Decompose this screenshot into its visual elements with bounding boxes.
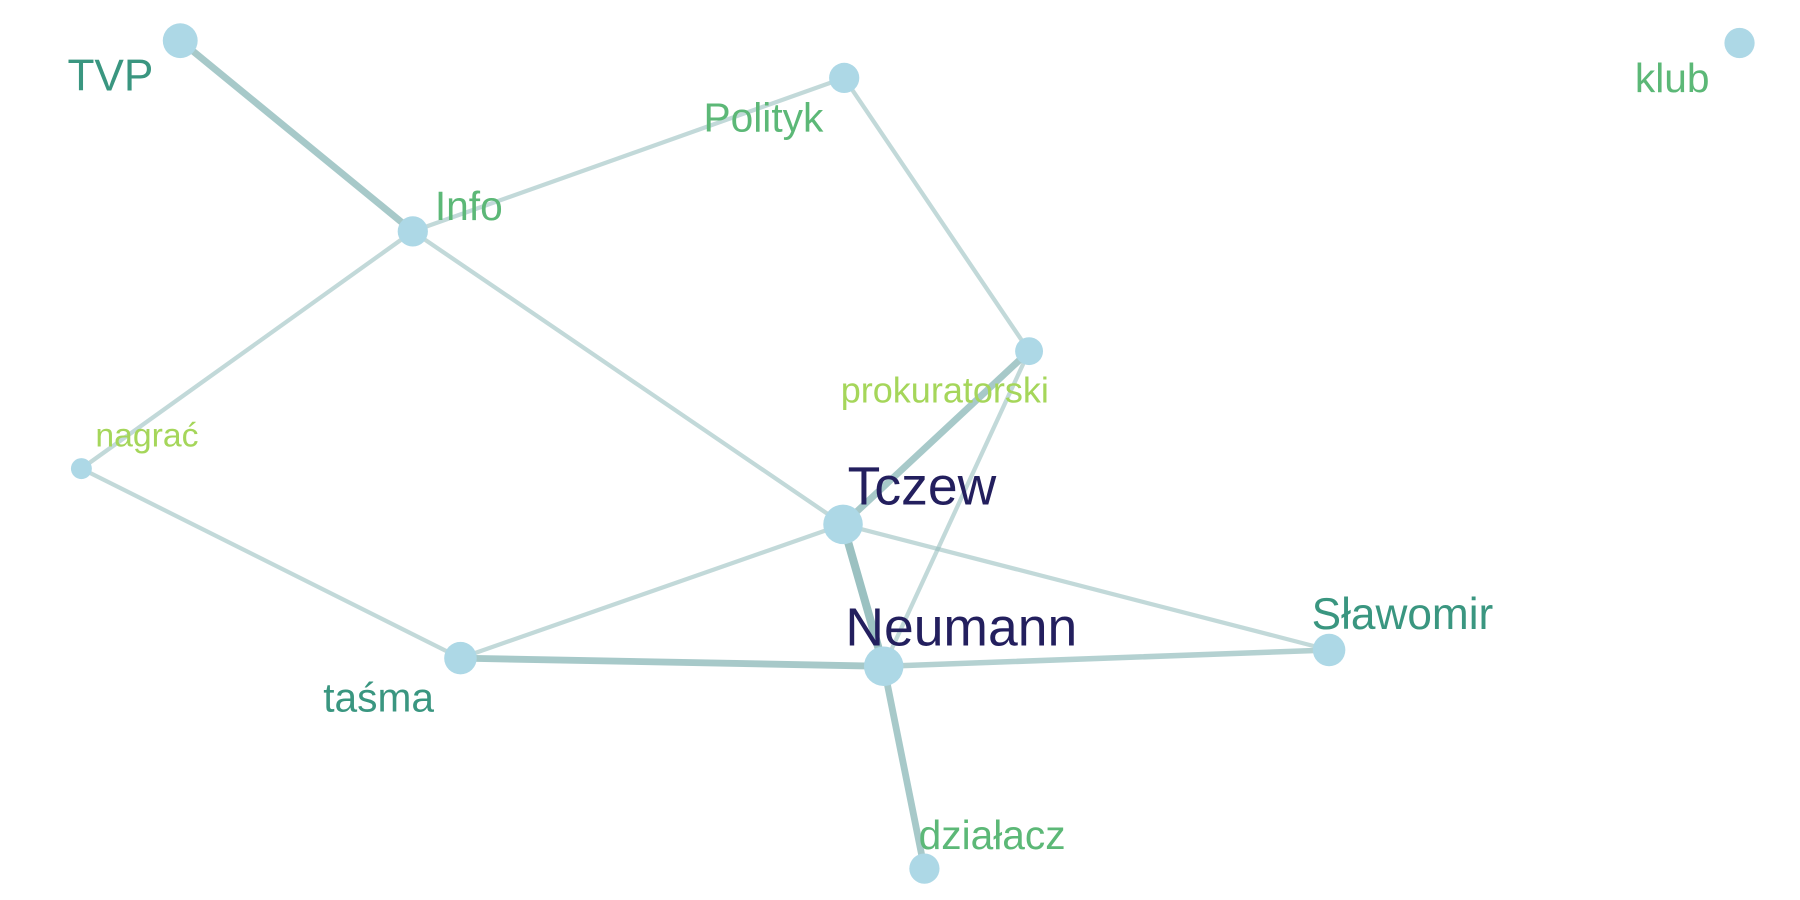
node-label-prokuratorski: prokuratorski [841,369,1049,410]
node-label-dzialacz: działacz [919,812,1066,858]
nodes-layer [70,23,1755,884]
node-label-Info: Info [435,183,503,229]
edge-Info-nagrac [79,229,415,471]
node-TVP [162,23,198,59]
node-label-TVP: TVP [67,52,153,101]
node-Info [397,216,428,247]
edge-Tczew-tasma [458,522,846,661]
edge-Info-Polityk [410,75,847,234]
node-label-nagrac: nagrać [95,417,198,455]
edge-nagrac-tasma [79,466,463,661]
node-Tczew [823,504,863,545]
edge-Neumann-Slawomir [880,647,1332,670]
edge-Polityk-prokuratorski [842,75,1032,354]
edge-Tczew-Slawomir [840,522,1332,653]
node-label-Slawomir: Sławomir [1312,590,1494,639]
node-tasma [444,641,477,675]
node-label-klub: klub [1635,55,1710,101]
edge-prokuratorski-Neumann [881,349,1032,669]
node-Neumann [863,646,904,687]
node-prokuratorski [1015,337,1044,366]
edge-Neumann-dzialacz [880,662,928,873]
edges-layer [79,37,1332,873]
node-label-Neumann: Neumann [845,598,1077,657]
node-label-Tczew: Tczew [848,458,997,517]
edge-Info-Tczew [410,229,846,527]
edge-prokuratorski-Tczew [839,347,1033,528]
node-nagrac [70,458,92,480]
node-dzialacz [909,853,940,884]
node-label-tasma: taśma [323,675,434,721]
edge-TVP-Info [176,37,417,235]
edge-Tczew-Neumann [838,520,888,671]
edge-tasma-Neumann [457,654,888,670]
node-Slawomir [1312,633,1346,667]
node-klub [1724,27,1755,59]
node-label-Polityk: Polityk [703,94,823,140]
node-Polityk [829,62,860,94]
